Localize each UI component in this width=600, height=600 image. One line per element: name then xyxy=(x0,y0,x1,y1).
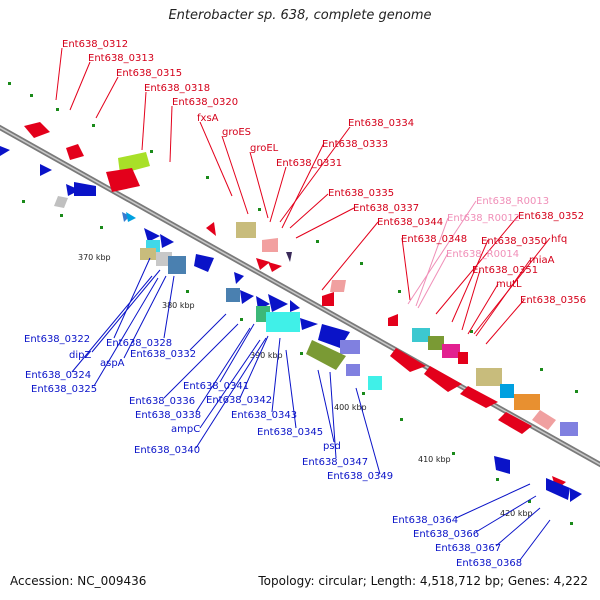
gene-label-ent638-0333: Ent638_0333 xyxy=(322,139,388,150)
gene-label-ent638-0312: Ent638_0312 xyxy=(62,39,128,50)
gene-label-ent638-0352: Ent638_0352 xyxy=(518,211,584,222)
tick-label-410: 410 kbp xyxy=(418,455,451,464)
gene-label-ent638-0364: Ent638_0364 xyxy=(392,515,458,526)
gene-label-ent638-0350: Ent638_0350 xyxy=(481,236,547,247)
gene-label-ent638-0315: Ent638_0315 xyxy=(116,68,182,79)
scale-ticks: 370 kbp 380 kbp 390 kbp 400 kbp 410 kbp … xyxy=(78,253,533,518)
map-title: Enterobacter sp. 638, complete genome xyxy=(168,8,432,23)
gene-label-psd: psd xyxy=(323,441,341,452)
forward-label-group xyxy=(55,47,551,345)
genome-backbone xyxy=(0,124,600,468)
gene-label-ent638-r0013: Ent638_R0013 xyxy=(476,196,549,207)
gene-label-ent638-0336: Ent638_0336 xyxy=(129,396,195,407)
gc-dots-outer xyxy=(8,82,578,393)
gene-label-fxsa: fxsA xyxy=(197,113,219,124)
gene-label-ent638-0322: Ent638_0322 xyxy=(24,334,90,345)
gene-label-ent638-0348: Ent638_0348 xyxy=(401,234,467,245)
gene-label-ent638-0324: Ent638_0324 xyxy=(25,370,91,381)
accession-text: Accession: NC_009436 xyxy=(10,574,147,588)
gene-label-ent638-0340: Ent638_0340 xyxy=(134,445,200,456)
gene-label-groes: groES xyxy=(222,127,251,138)
tick-label-390: 390 kbp xyxy=(250,351,283,360)
gene-label-mutl: mutL xyxy=(496,279,522,290)
tick-label-400: 400 kbp xyxy=(334,403,367,412)
tick-label-380: 380 kbp xyxy=(162,301,195,310)
gene-label-ent638-0320: Ent638_0320 xyxy=(172,97,238,108)
gene-label-ent638-0337: Ent638_0337 xyxy=(353,203,419,214)
gene-label-ent638-0334: Ent638_0334 xyxy=(348,118,414,129)
reverse-labels: Ent638_0322 dipZ Ent638_0328 aspA Ent638… xyxy=(24,334,522,569)
tick-label-370: 370 kbp xyxy=(78,253,111,262)
gene-label-aspa: aspA xyxy=(100,358,125,369)
reverse-genes xyxy=(0,146,582,502)
gene-label-ent638-0338: Ent638_0338 xyxy=(135,410,201,421)
gene-label-ent638-0344: Ent638_0344 xyxy=(377,217,443,228)
gene-label-ent638-0367: Ent638_0367 xyxy=(435,543,501,554)
gene-label-ent638-0366: Ent638_0366 xyxy=(413,529,479,540)
gene-label-ent638-0368: Ent638_0368 xyxy=(456,558,522,569)
gene-label-ent638-r0012: Ent638_R0012 xyxy=(447,213,520,224)
rna-leader-lines xyxy=(407,200,477,309)
forward-labels: Ent638_0312 Ent638_0313 Ent638_0315 Ent6… xyxy=(62,39,586,306)
gene-label-groel: groEL xyxy=(250,143,279,154)
gene-label-ent638-0347: Ent638_0347 xyxy=(302,457,368,468)
tick-label-420: 420 kbp xyxy=(500,509,533,518)
gene-label-ent638-0342: Ent638_0342 xyxy=(206,395,272,406)
rna-labels: Ent638_R0013 Ent638_R0012 Ent638_R0014 xyxy=(446,196,549,260)
gene-label-ent638-0345: Ent638_0345 xyxy=(257,427,323,438)
gene-label-ent638-0341: Ent638_0341 xyxy=(183,381,249,392)
gene-label-ent638-0351: Ent638_0351 xyxy=(472,265,538,276)
gene-label-miaa: miaA xyxy=(529,255,555,266)
gene-label-ent638-0356: Ent638_0356 xyxy=(520,295,586,306)
reverse-label-group xyxy=(71,257,551,561)
gene-label-ent638-0318: Ent638_0318 xyxy=(144,83,210,94)
gc-dots-inner xyxy=(22,200,573,525)
gene-label-dipz: dipZ xyxy=(69,350,91,361)
gene-label-ent638-0325: Ent638_0325 xyxy=(31,384,97,395)
gene-label-ent638-0331: Ent638_0331 xyxy=(276,158,342,169)
gene-label-ent638-0332: Ent638_0332 xyxy=(130,349,196,360)
forward-genes xyxy=(24,122,556,434)
gene-label-ent638-0313: Ent638_0313 xyxy=(88,53,154,64)
gene-label-ent638-0335: Ent638_0335 xyxy=(328,188,394,199)
gene-label-hfq: hfq xyxy=(551,234,567,245)
gene-label-ent638-0343: Ent638_0343 xyxy=(231,410,297,421)
gene-label-ent638-0349: Ent638_0349 xyxy=(327,471,393,482)
gene-label-ent638-0328: Ent638_0328 xyxy=(106,338,172,349)
topology-text: Topology: circular; Length: 4,518,712 bp… xyxy=(258,574,588,588)
gene-label-ampc: ampC xyxy=(171,424,200,435)
gene-label-ent638-r0014: Ent638_R0014 xyxy=(446,249,519,260)
